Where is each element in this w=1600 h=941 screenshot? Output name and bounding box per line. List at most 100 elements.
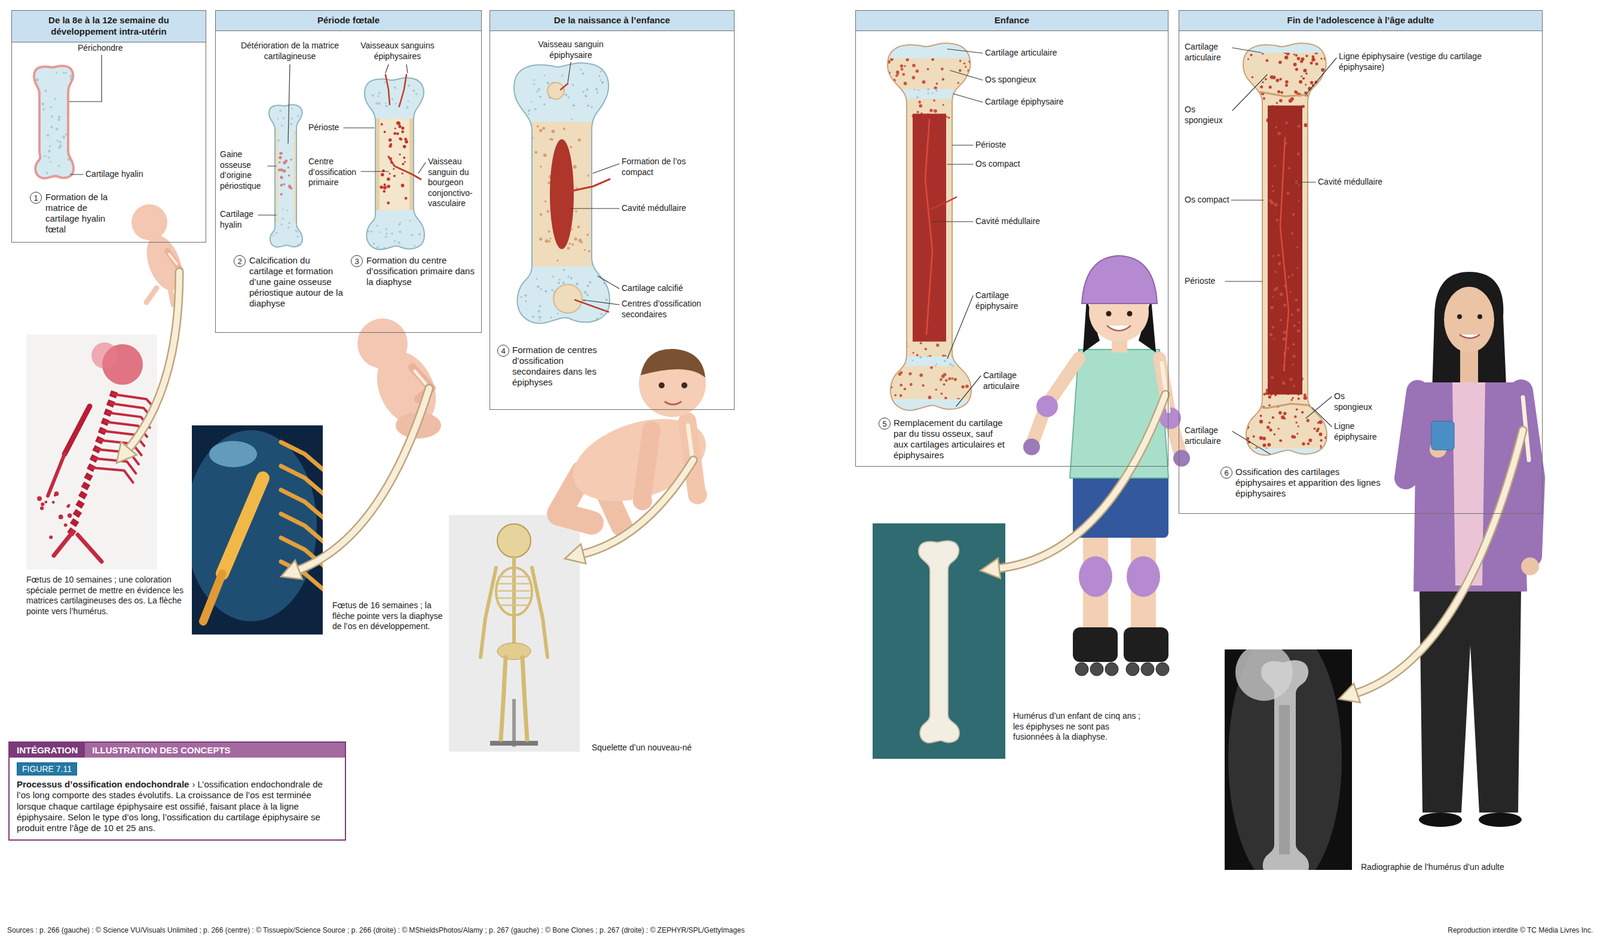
woman-smile <box>1459 334 1480 339</box>
spongy-bone <box>544 200 547 203</box>
spongy-bone <box>546 210 550 214</box>
arrow-shaft-outline <box>298 388 430 571</box>
marrow-dot <box>1297 124 1301 128</box>
chondrocyte <box>415 93 418 96</box>
spongy-bone <box>1322 392 1324 394</box>
marrow-dot <box>1297 200 1300 203</box>
spongy-bone <box>1300 75 1303 78</box>
spongy-bone <box>1271 75 1276 79</box>
chondrocyte <box>47 156 51 159</box>
chondrocyte <box>586 104 590 107</box>
chondrocyte <box>599 79 602 82</box>
marrow-dot <box>1270 306 1274 310</box>
marrow-dot <box>1271 325 1275 329</box>
spongy-bone <box>889 334 892 337</box>
chondrocyte <box>385 104 388 107</box>
spongy-bone <box>1253 98 1257 102</box>
chondrocyte <box>57 164 61 168</box>
chondrocyte <box>377 95 379 98</box>
blood-dot <box>404 161 406 164</box>
chondrocyte <box>272 141 275 143</box>
chondrocyte <box>519 271 522 274</box>
part-label: Détérioration de la matrice cartilagineu… <box>239 40 341 62</box>
marrow-dot <box>1288 166 1291 170</box>
spongy-bone <box>545 239 549 243</box>
chondrocyte <box>410 233 413 237</box>
chondrocyte <box>378 231 381 234</box>
skate-wheel <box>1090 662 1104 676</box>
chondrocyte <box>296 235 299 238</box>
skate-wheel <box>1075 662 1089 676</box>
spongy-bone <box>953 377 957 381</box>
spongy-bone <box>1267 443 1271 448</box>
chondrocyte <box>384 236 388 239</box>
marrow-dot <box>1269 333 1273 337</box>
deteriorating-matrix <box>279 168 283 172</box>
spongy-bone <box>1301 411 1304 414</box>
marrow-dot <box>1282 381 1286 385</box>
marrow-dot <box>1287 276 1290 279</box>
spongy-bone <box>944 378 948 382</box>
rib <box>498 583 530 586</box>
photo-ground <box>448 515 580 752</box>
marrow-dot <box>1273 288 1277 292</box>
humerus-xray <box>1261 660 1309 871</box>
spongy-bone <box>577 138 581 142</box>
bone-drawing <box>268 104 303 248</box>
chondrocyte <box>55 71 58 74</box>
arrow-head <box>280 560 303 580</box>
spongy-bone <box>916 110 920 113</box>
stained-skull <box>91 342 118 369</box>
girl-figure <box>1023 255 1190 676</box>
chondrocyte <box>543 103 546 106</box>
woman-arm <box>1405 391 1435 479</box>
spongy-bone <box>1249 112 1253 116</box>
deteriorating-matrix <box>282 169 286 173</box>
spongy-bone <box>928 395 932 399</box>
chondrocyte <box>564 93 568 97</box>
leader-line <box>950 70 983 81</box>
figure-number: FIGURE 7.11 <box>16 762 78 776</box>
chondrocyte <box>407 100 410 103</box>
chondrocyte <box>65 71 67 74</box>
spongy-bone <box>1247 114 1251 118</box>
marrow-dot <box>1283 303 1287 307</box>
spongy-bone <box>1246 448 1250 452</box>
chondrocyte <box>538 319 541 322</box>
chondrocyte <box>368 109 371 113</box>
spongy-bone <box>1293 415 1297 418</box>
chondrocyte <box>372 242 376 246</box>
marrow-dot <box>1270 376 1274 380</box>
panel-header: De la 8e à la 12e semaine du développeme… <box>11 10 206 43</box>
bone-body <box>34 65 74 179</box>
spongy-bone <box>1305 72 1308 75</box>
marrow-dot <box>1274 270 1277 274</box>
spongy-bone <box>1299 59 1303 63</box>
chondrocyte <box>291 107 293 110</box>
chondrocyte <box>391 98 394 100</box>
deteriorating-matrix <box>287 166 290 169</box>
marrow-dot <box>1286 191 1290 195</box>
chondrocyte <box>533 83 535 85</box>
spongy-bone <box>1262 443 1266 448</box>
spongy-bone <box>941 78 945 81</box>
rib <box>498 576 530 578</box>
blood-vessel <box>385 74 390 105</box>
humerus-highlight <box>414 371 426 384</box>
spongy-bone <box>964 407 968 411</box>
spongy-bone <box>1319 439 1323 442</box>
marrow-dot <box>1273 337 1275 340</box>
marrow-dot <box>1298 184 1300 187</box>
spongy-bone <box>935 82 939 85</box>
baby-hand <box>687 485 708 505</box>
fetal-forearm <box>203 573 223 622</box>
chondrocyte <box>520 296 523 299</box>
blood-dot <box>389 172 391 175</box>
callout-number: 3 <box>350 255 363 268</box>
stained-humerus <box>64 406 90 455</box>
blood-dot <box>398 137 402 141</box>
spongy-bone <box>1276 78 1280 83</box>
caption-title: Processus d’ossification endochondrale <box>16 779 189 790</box>
chondrocyte <box>277 118 280 121</box>
